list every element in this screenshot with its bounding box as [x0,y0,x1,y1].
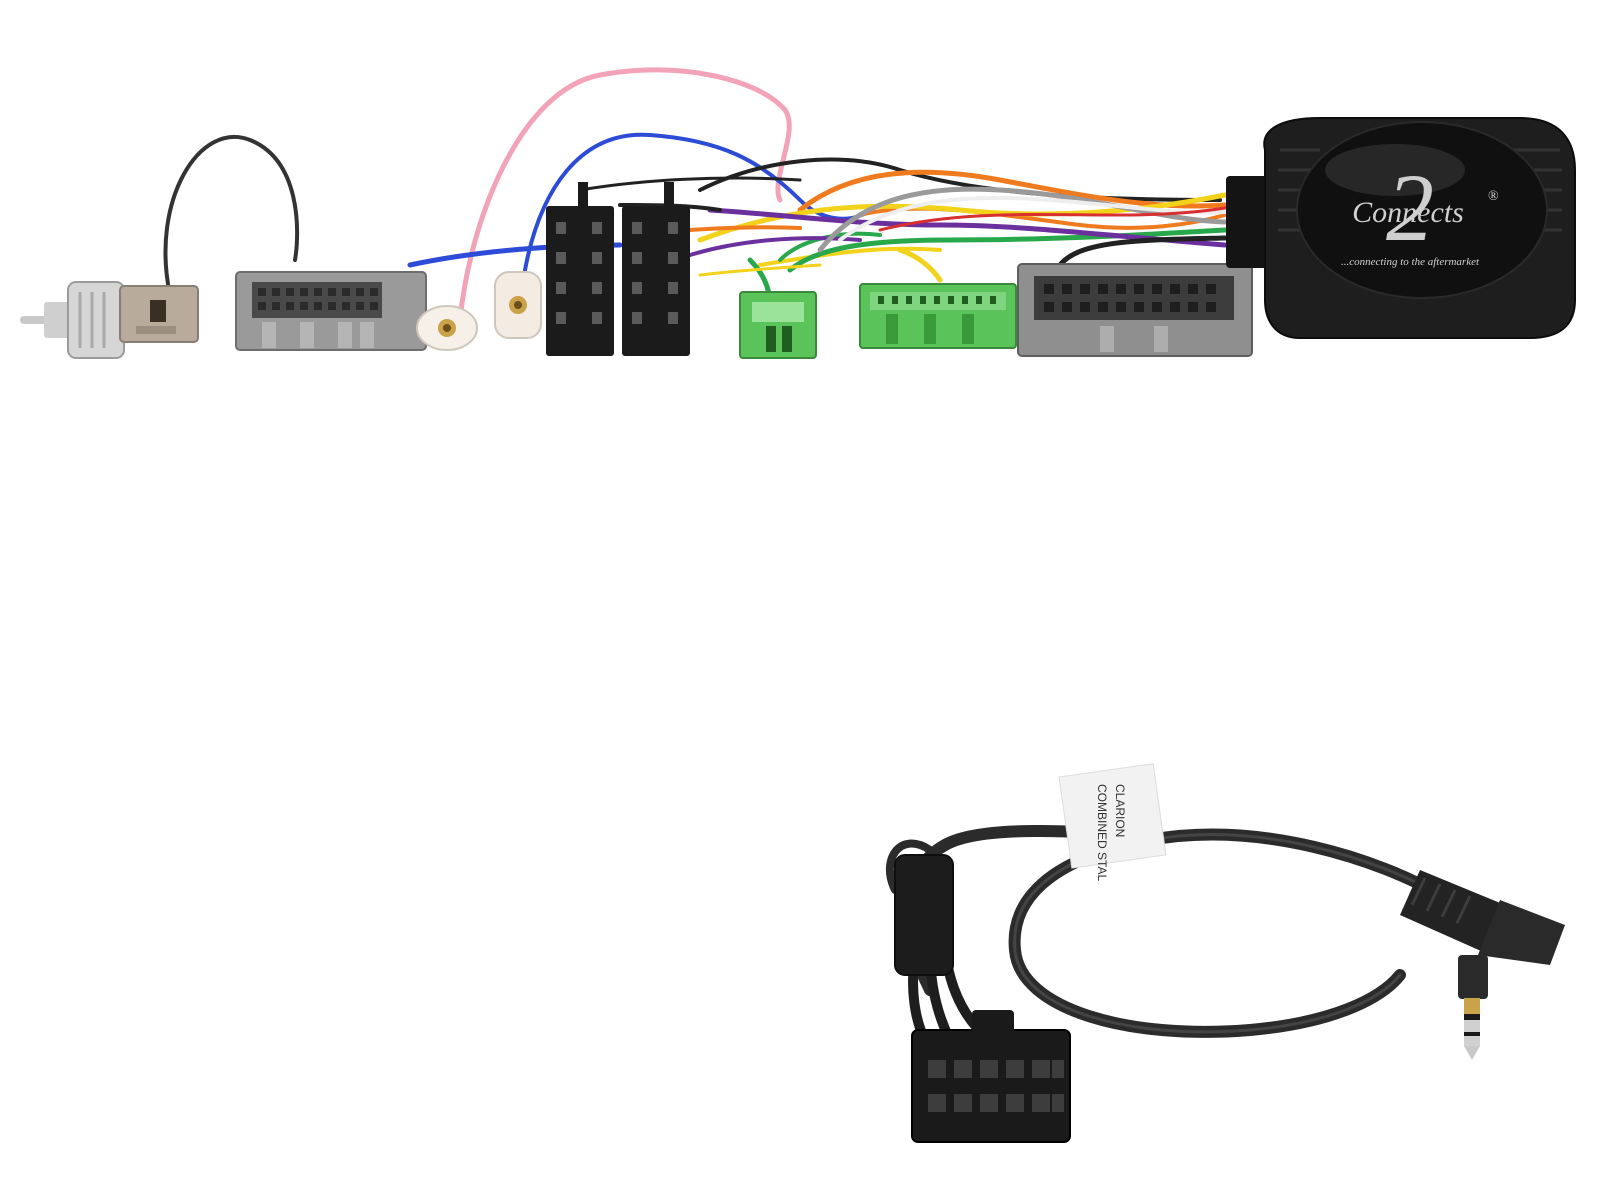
iso-connector-icon [546,182,614,356]
patch-lead [886,824,1446,1045]
blue-wire [523,132,872,272]
cable-label-tag: CLARION COMBINED STAL [1058,763,1167,881]
module-logo-number: 2 [1386,154,1434,261]
12-pin-molex-icon [911,1010,1071,1143]
module-tagline: ...connecting to the aftermarket [1341,256,1480,268]
tan-antenna-connector [119,285,199,343]
din-antenna-plug-icon [20,281,125,359]
grey-harness-connector-right [1017,263,1253,357]
3.5mm-jack-icon [1400,870,1565,1060]
phono-socket-left [416,305,478,351]
wire-bundle [163,67,1228,323]
phono-socket-right [494,271,542,339]
antenna-lead-wire [163,135,300,297]
iso-connector-icon [622,182,690,356]
green-connector-large [859,283,1017,349]
control-box-icon: 2 Connects ® ...connecting to the afterm… [1226,117,1576,339]
pink-wire [457,67,792,323]
grey-harness-connector-left [235,271,427,351]
cable-label-line2: COMBINED STAL [1095,784,1109,881]
velcro-wrap [894,854,954,976]
green-connector-small [739,291,817,359]
module-logo-registered: ® [1488,189,1499,204]
module-logo-main: Connects [1352,196,1464,229]
cable-label-line1: CLARION [1113,784,1127,837]
